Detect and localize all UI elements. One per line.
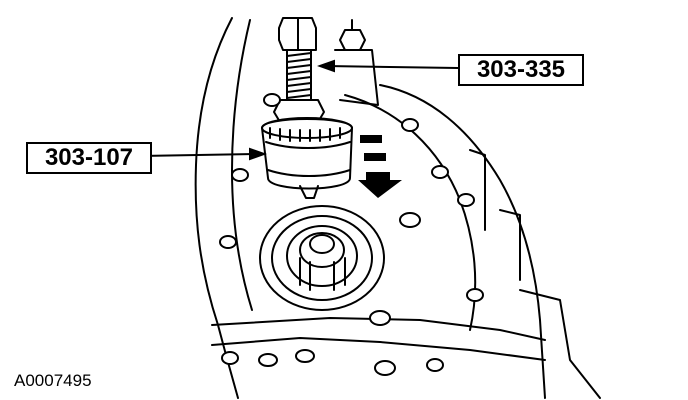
removal-direction-arrow — [358, 135, 402, 198]
housing-upper-boss — [339, 19, 366, 51]
housing-bolts — [219, 93, 484, 376]
housing-flange — [211, 317, 546, 341]
leader-303-335 — [325, 65, 459, 69]
leader-303-107 — [139, 153, 259, 157]
housing-upper-tab — [334, 49, 379, 106]
housing-outline-inner — [231, 19, 253, 311]
housing-right-ribs — [469, 149, 601, 399]
figure-id-label: A0007495 — [14, 371, 92, 390]
leader-arrowhead-303-107 — [249, 147, 267, 161]
housing-right-wall — [379, 84, 546, 399]
output-shaft-seal — [286, 225, 358, 287]
callout-303-335: 303-335 — [458, 54, 584, 86]
leader-arrowhead-303-335 — [317, 59, 335, 73]
callout-303-107: 303-107 — [26, 142, 152, 174]
housing-outline — [194, 17, 239, 399]
housing-lower-face — [211, 337, 546, 361]
seal-bore-outer — [259, 205, 385, 311]
remover-cup — [261, 118, 353, 190]
remover-tip — [299, 185, 319, 199]
